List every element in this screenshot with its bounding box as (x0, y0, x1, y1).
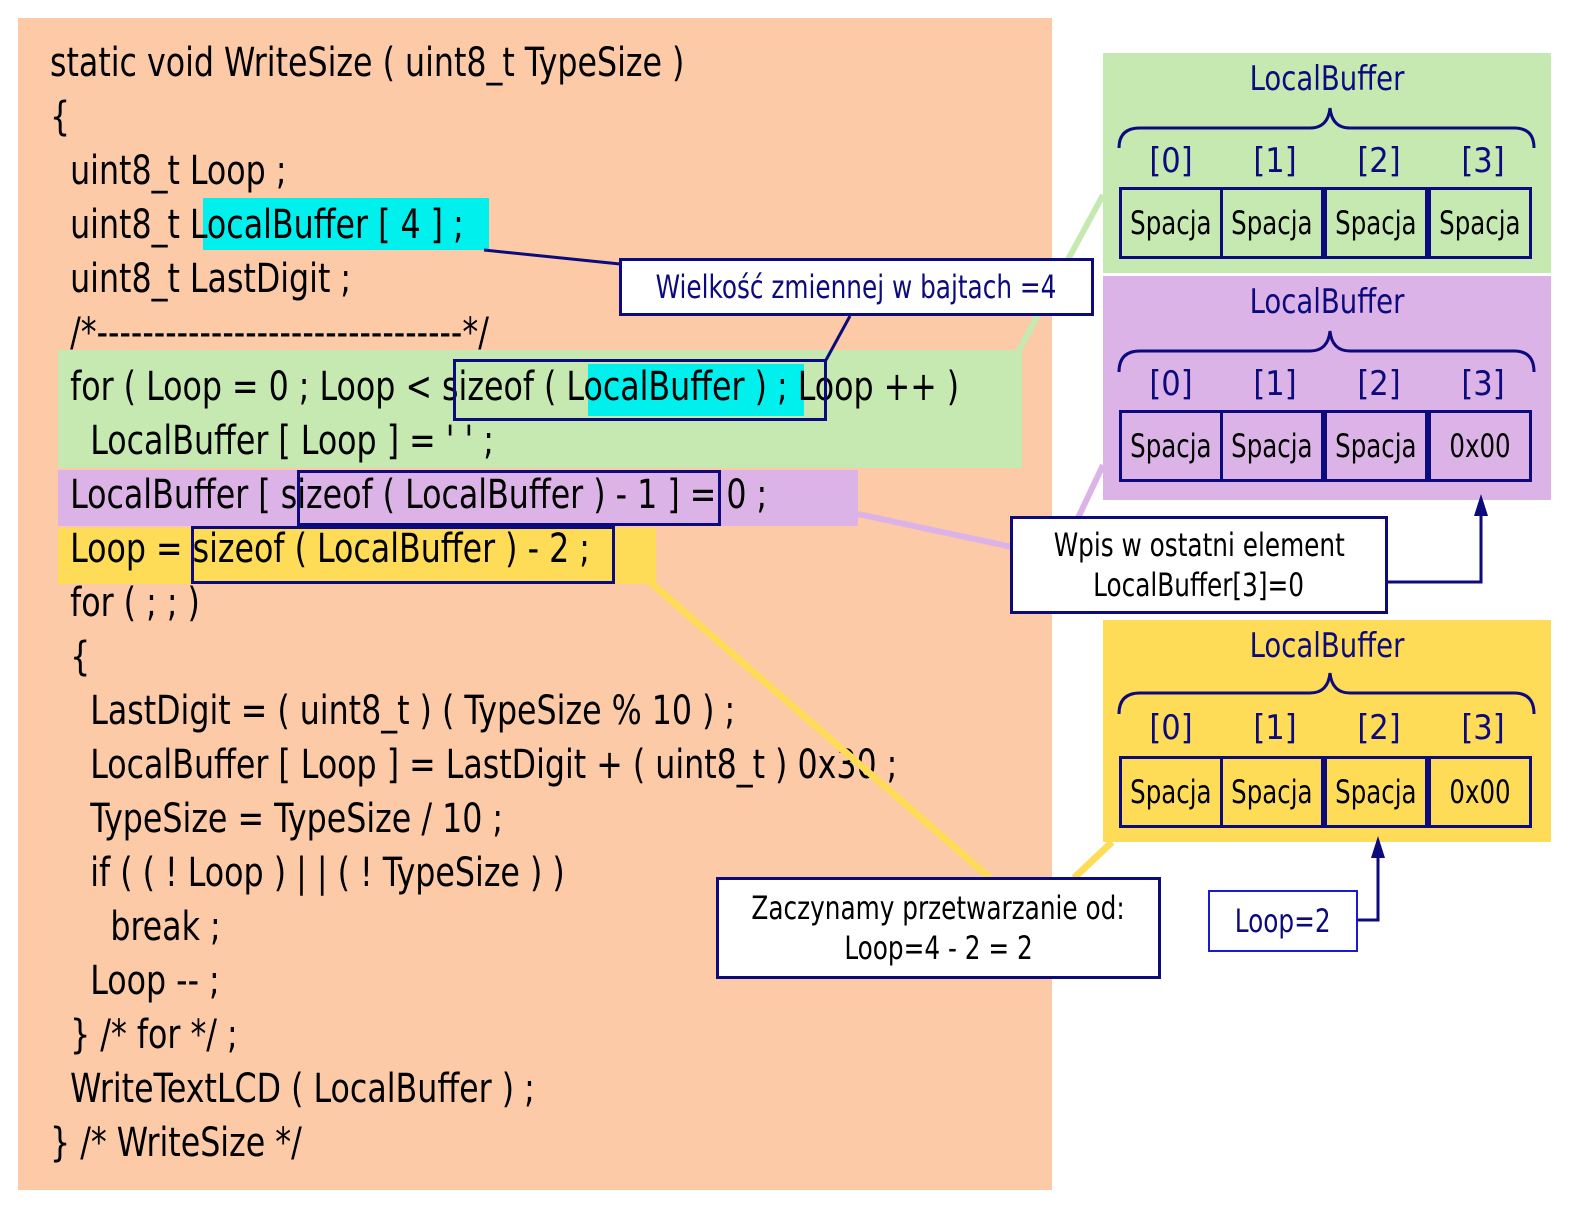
code-line: for ( Loop = 0 ; Loop < sizeof ( LocalBu… (50, 364, 960, 410)
buffer-cell: Spacja (1324, 410, 1428, 482)
index-label: [3] (1461, 141, 1505, 181)
purple-connector-lower (857, 511, 1013, 550)
code-line: LocalBuffer [ sizeof ( LocalBuffer ) - 1… (50, 472, 768, 518)
code-line: break ; (50, 904, 221, 950)
yellow-connector-panel (1071, 839, 1115, 881)
code-line: for ( ; ; ) (50, 580, 200, 626)
code-line: { (50, 634, 91, 680)
index-label: [0] (1149, 141, 1193, 181)
sizeof-minus-1-outline (297, 470, 721, 526)
last-element-highlight (58, 470, 858, 526)
sizeof-minus-2-outline (191, 526, 615, 584)
code-line: uint8_t LastDigit ; (50, 256, 352, 302)
buffer-panel-initial: LocalBuffer [0] [1] [2] [3] Spacja Spacj… (1103, 53, 1551, 273)
index-label: [3] (1461, 708, 1505, 748)
buffer-cell: Spacja (1428, 187, 1532, 259)
brace-icon (1117, 672, 1536, 715)
index-label: [3] (1461, 364, 1505, 404)
buffer-cell: 0x00 (1428, 756, 1532, 828)
index-label: [1] (1253, 364, 1297, 404)
index-label: [1] (1253, 141, 1297, 181)
code-line: { (50, 94, 71, 140)
size-note: Wielkość zmiennej w bajtach =4 (619, 258, 1094, 316)
loop-start-highlight (58, 528, 656, 584)
loop-arrowhead (1371, 836, 1385, 858)
for-loop-highlight (58, 350, 1022, 468)
code-line: LocalBuffer [ Loop ] = ' ' ; (50, 418, 494, 464)
sizeof-arg-highlight (588, 364, 804, 416)
buffer-cell: Spacja (1324, 187, 1428, 259)
panel-title: LocalBuffer (1249, 59, 1405, 99)
buffer-cell: Spacja (1324, 756, 1428, 828)
code-line: } /* WriteSize */ (50, 1120, 302, 1166)
index-label: [2] (1357, 708, 1401, 748)
code-line: LastDigit = ( uint8_t ) ( TypeSize % 10 … (50, 688, 736, 734)
buffer-cell: Spacja (1220, 756, 1324, 828)
last-element-note: Wpis w ostatni element LocalBuffer[3]=0 (1010, 516, 1388, 614)
buffer-cell: Spacja (1220, 410, 1324, 482)
index-label: [0] (1149, 708, 1193, 748)
code-line: uint8_t LocalBuffer [ 4 ] ; (50, 202, 464, 248)
index-label: [2] (1357, 141, 1401, 181)
code-line: /*--------------------------------*/ (50, 310, 489, 356)
last-element-arrowhead (1474, 494, 1488, 516)
index-label: [2] (1357, 364, 1401, 404)
loop-label: Loop=2 (1208, 890, 1358, 952)
buffer-cell: Spacja (1220, 187, 1324, 259)
code-line: uint8_t Loop ; (50, 148, 287, 194)
code-line: if ( ( ! Loop ) | | ( ! TypeSize ) ) (50, 850, 565, 896)
buffer-panel-terminated: LocalBuffer [0] [1] [2] [3] Spacja Spacj… (1103, 276, 1551, 500)
index-label: [1] (1253, 708, 1297, 748)
buffer-cell: 0x00 (1428, 410, 1532, 482)
code-line: } /* for */ ; (50, 1012, 238, 1058)
index-label: [0] (1149, 364, 1193, 404)
panel-title: LocalBuffer (1249, 626, 1405, 666)
size-note-pointer-sizeof (824, 315, 852, 361)
start-note: Zaczynamy przetwarzanie od: Loop=4 - 2 =… (716, 877, 1161, 979)
code-line: LocalBuffer [ Loop ] = LastDigit + ( uin… (50, 742, 898, 788)
brace-icon (1117, 330, 1536, 373)
buffer-panel-loop-start: LocalBuffer [0] [1] [2] [3] Spacja Spacj… (1103, 620, 1551, 842)
panel-title: LocalBuffer (1249, 282, 1405, 322)
code-line: static void WriteSize ( uint8_t TypeSize… (50, 40, 685, 86)
code-panel (18, 18, 1052, 1190)
code-line: Loop -- ; (50, 958, 220, 1004)
yellow-connector-code (647, 579, 993, 881)
code-line: WriteTextLCD ( LocalBuffer ) ; (50, 1066, 535, 1112)
sizeof-outline-for (453, 359, 827, 421)
last-element-arrow (1368, 508, 1483, 584)
code-line: TypeSize = TypeSize / 10 ; (50, 796, 504, 842)
size-note-pointer-decl (483, 248, 621, 266)
brace-icon (1117, 107, 1536, 149)
localbuffer-decl-highlight (203, 198, 489, 250)
code-line: Loop = sizeof ( LocalBuffer ) - 2 ; (50, 526, 590, 572)
purple-connector-upper (1075, 463, 1106, 520)
